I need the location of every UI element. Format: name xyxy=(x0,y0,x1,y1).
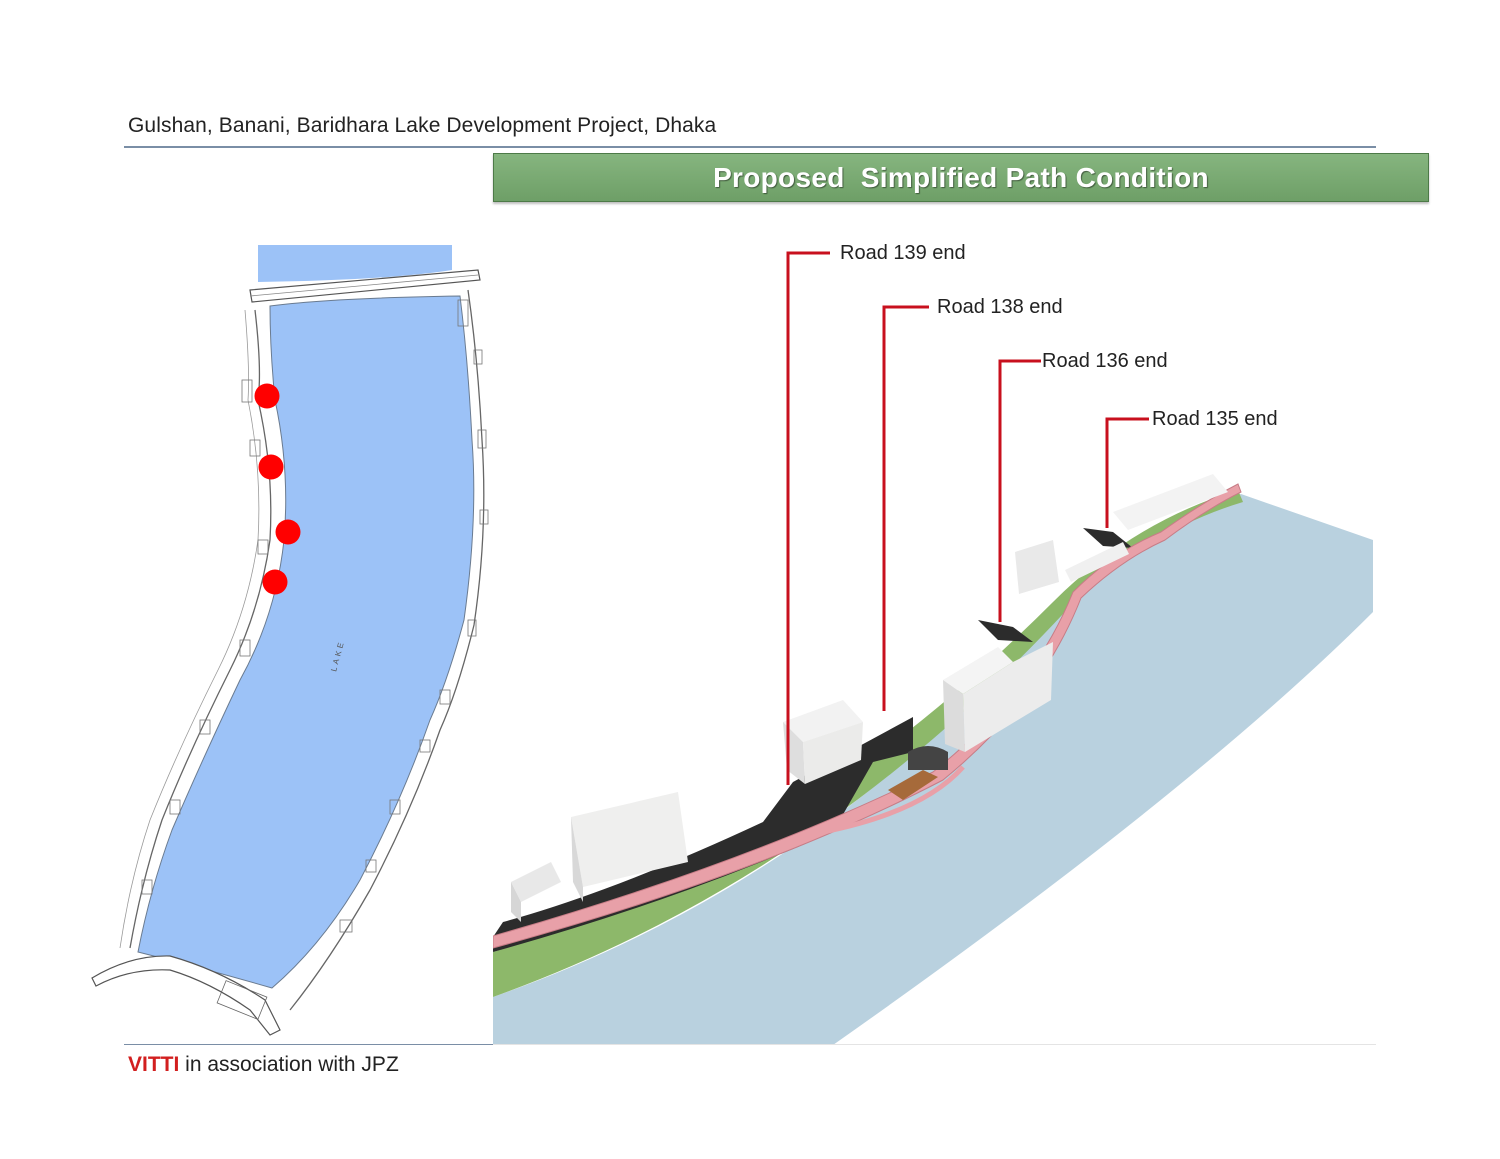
west-plots xyxy=(141,379,269,895)
lawn-strip xyxy=(493,490,1243,997)
callout-road-138: Road 138 end xyxy=(937,296,1063,318)
pier-arch xyxy=(908,746,948,770)
leader-road-138 xyxy=(882,305,929,711)
leader-road-135 xyxy=(1105,417,1149,528)
west-shore-road-outer xyxy=(119,309,260,949)
location-marker xyxy=(254,383,280,409)
east-plots xyxy=(339,299,489,933)
location-marker xyxy=(275,519,301,545)
upper-water-body xyxy=(258,245,452,282)
location-marker xyxy=(262,569,288,595)
location-marker xyxy=(258,454,284,480)
footer-credit: VITTI in association with JPZ xyxy=(128,1053,399,1077)
south-plot xyxy=(216,980,268,1020)
leader-road-139 xyxy=(786,251,830,785)
footer-divider xyxy=(124,1044,494,1045)
callout-road-139: Road 139 end xyxy=(840,242,966,264)
timber-deck xyxy=(888,770,938,800)
bridge-road-line xyxy=(249,274,479,297)
project-title: Gulshan, Banani, Baridhara Lake Developm… xyxy=(128,114,717,137)
south-road xyxy=(91,955,281,1036)
footer-text: in association with JPZ xyxy=(179,1053,399,1076)
leader-road-136 xyxy=(998,359,1041,622)
callout-road-136: Road 136 end xyxy=(1042,350,1168,372)
section-banner: Proposed Simplified Path Condition xyxy=(493,153,1429,202)
footer-brand: VITTI xyxy=(128,1053,180,1076)
header-divider xyxy=(124,146,1376,148)
bridge-road xyxy=(249,269,481,303)
render-bottom-edge xyxy=(493,1044,1376,1045)
buildings xyxy=(511,474,1228,922)
render-svg xyxy=(492,251,1373,1045)
lake-water xyxy=(137,295,475,989)
pedestrian-path-edge xyxy=(822,765,965,835)
lake-map-svg: LAKE xyxy=(91,245,489,1036)
path-render xyxy=(492,222,1375,1045)
east-shore-road xyxy=(289,289,485,1011)
road-135-end xyxy=(1083,528,1133,548)
lake-site-map: LAKE xyxy=(90,240,495,1040)
banner-title: Proposed Simplified Path Condition xyxy=(713,161,1209,193)
callout-road-135: Road 135 end xyxy=(1152,408,1278,430)
road-136-end xyxy=(978,620,1033,642)
